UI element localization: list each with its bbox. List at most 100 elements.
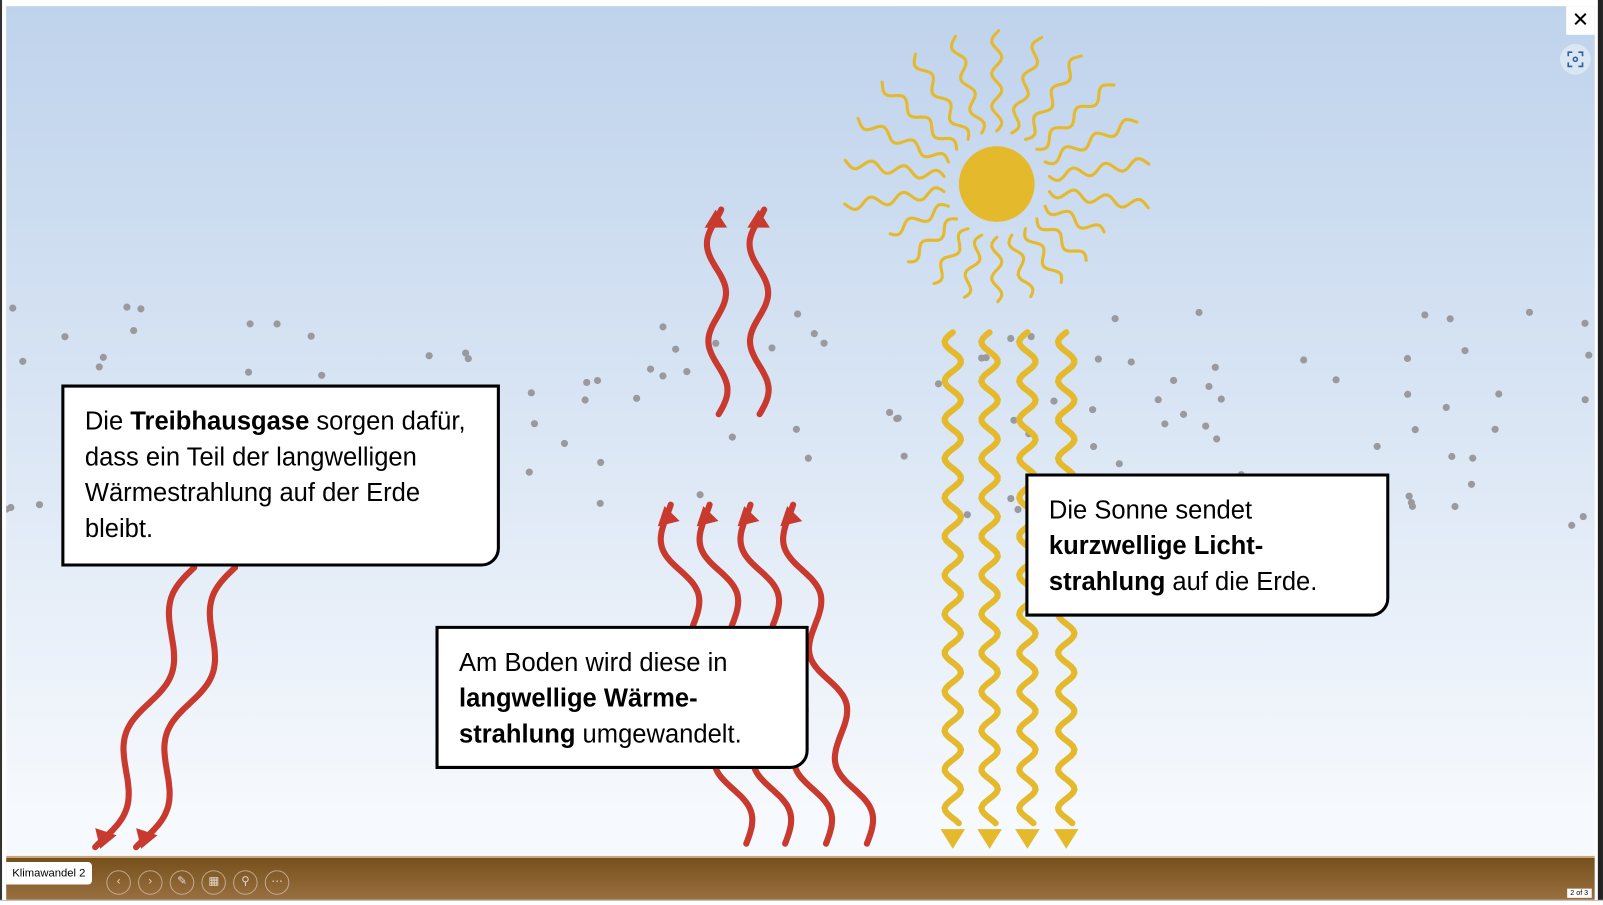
greenhouse-gas-particle <box>273 320 281 328</box>
arrowhead <box>747 209 770 228</box>
greenhouse-gas-particle <box>659 372 667 380</box>
previous-button[interactable]: ‹ <box>106 870 131 895</box>
greenhouse-gas-particle <box>318 371 326 379</box>
greenhouse-gas-particle <box>1211 363 1219 371</box>
pen-button[interactable]: ✎ <box>169 870 195 895</box>
sun-ray <box>1035 217 1088 262</box>
greenhouse-gas-particle <box>530 420 539 428</box>
greenhouse-gas-particle <box>1491 425 1499 433</box>
more-options-button[interactable]: ⋯ <box>264 870 290 895</box>
greenhouse-gas-particle <box>886 408 894 417</box>
greenhouse-gas-particle <box>246 320 254 328</box>
sun-ray <box>1035 83 1116 151</box>
greenhouse-gas-particle <box>1525 308 1534 316</box>
sun-ray <box>1007 233 1035 299</box>
greenhouse-gas-particle <box>1467 480 1476 488</box>
magnifier-icon: ⚲ <box>241 875 250 888</box>
next-button[interactable]: › <box>138 870 163 895</box>
arrowhead <box>704 209 728 228</box>
bold-text: Treibhausgase <box>130 406 310 436</box>
text: Am Boden wird diese in <box>459 648 728 677</box>
greenhouse-gas-particle <box>525 468 533 476</box>
greenhouse-gas-particle <box>1408 502 1417 510</box>
greenhouse-gas-particle <box>99 353 107 361</box>
greenhouse-gas-particle <box>1469 454 1477 462</box>
greenhouse-gas-particle <box>596 499 604 507</box>
greenhouse-gas-particle <box>963 511 971 519</box>
greenhouse-gas-particle <box>593 376 602 385</box>
long-wave-heat-ray <box>92 564 198 851</box>
greenhouse-gas-particle <box>1094 355 1102 363</box>
text: Die Sonne sendet <box>1048 495 1253 525</box>
sun-ray <box>1047 157 1151 182</box>
greenhouse-gas-particle <box>560 439 569 448</box>
greenhouse-gas-particle <box>1007 494 1015 503</box>
greenhouse-gas-particle <box>792 425 800 433</box>
arrowhead <box>780 506 803 527</box>
greenhouse-gas-particle <box>464 355 472 363</box>
greenhouse-gas-particle <box>1205 382 1213 391</box>
greenhouse-gas-particle <box>894 414 902 422</box>
greenhouse-gas-particle <box>646 365 655 373</box>
greenhouse-gas-particle <box>1373 442 1381 450</box>
sun-ray <box>1010 35 1044 135</box>
slide-title-label: Klimawandel 2 <box>6 862 92 885</box>
focus-mode-button[interactable] <box>1560 43 1591 75</box>
greenhouse-gas-particle <box>1568 521 1576 529</box>
close-button[interactable]: ✕ <box>1566 6 1595 35</box>
sun-ray <box>906 217 959 264</box>
all-slides-button[interactable]: ▦ <box>201 870 226 895</box>
greenhouse-gas-particle <box>1405 492 1413 500</box>
greenhouse-gas-particle <box>1332 376 1340 384</box>
sun-ray <box>880 80 959 151</box>
arrowhead <box>977 829 1002 849</box>
greenhouse-gas-particle <box>1089 406 1097 414</box>
greenhouse-gas-particle <box>900 452 908 460</box>
greenhouse-gas-particle <box>1090 443 1098 451</box>
zoom-button[interactable]: ⚲ <box>233 870 258 895</box>
pen-icon: ✎ <box>177 875 187 888</box>
previous-icon: ‹ <box>116 875 121 888</box>
window-border <box>0 0 3 905</box>
greenhouse-gas-particle <box>683 368 691 376</box>
long-wave-heat-ray <box>746 206 772 418</box>
greenhouse-gas-particle <box>1411 426 1419 434</box>
callout-greenhouse-gases: Die Treibhausgase sorgen dafür, dass ein… <box>61 384 500 567</box>
greenhouse-gas-particle <box>1585 351 1593 359</box>
greenhouse-gas-particle <box>1014 505 1022 514</box>
arrowhead <box>940 829 966 849</box>
sun-ray <box>963 233 984 299</box>
greenhouse-gas-particle <box>1446 315 1454 323</box>
window-border <box>1597 0 1603 905</box>
arrowhead <box>95 828 117 849</box>
slide: Die Treibhausgase sorgen dafür, dass ein… <box>6 6 1595 900</box>
text: auf die Erde. <box>1165 567 1318 597</box>
short-wave-light-ray <box>941 329 965 827</box>
greenhouse-gas-particle <box>1127 358 1135 366</box>
greenhouse-gas-particle <box>1179 410 1188 418</box>
sun-ray <box>1047 188 1150 210</box>
greenhouse-gas-particle <box>1461 347 1469 355</box>
greenhouse-gas-particle <box>1495 390 1503 398</box>
greenhouse-gas-particle <box>583 378 591 387</box>
greenhouse-gas-particle <box>1050 397 1058 405</box>
greenhouse-gas-particle <box>597 458 605 466</box>
sun-ray <box>856 116 950 164</box>
sun-ray <box>843 186 946 212</box>
greenhouse-gas-particle <box>982 354 990 362</box>
greenhouse-gas-particle <box>1161 420 1169 428</box>
text: sorgen dafür, dass ein Teil der langwell… <box>84 406 466 544</box>
greenhouse-gas-particle <box>307 332 315 340</box>
greenhouse-gas-particle <box>1404 390 1412 398</box>
sun-ray <box>932 227 970 286</box>
arrowhead <box>1015 829 1040 849</box>
callout-sun-radiation: Die Sonne sendet kurzwellige Licht-strah… <box>1025 473 1390 617</box>
greenhouse-gas-particle <box>672 345 680 353</box>
greenhouse-gas-particle <box>1581 396 1589 404</box>
greenhouse-gas-particle <box>1581 319 1589 327</box>
arrowhead <box>696 506 719 527</box>
greenhouse-gas-particle <box>1195 308 1203 317</box>
greenhouse-gas-particle <box>934 380 943 388</box>
greenhouse-gas-particle <box>1442 403 1450 412</box>
